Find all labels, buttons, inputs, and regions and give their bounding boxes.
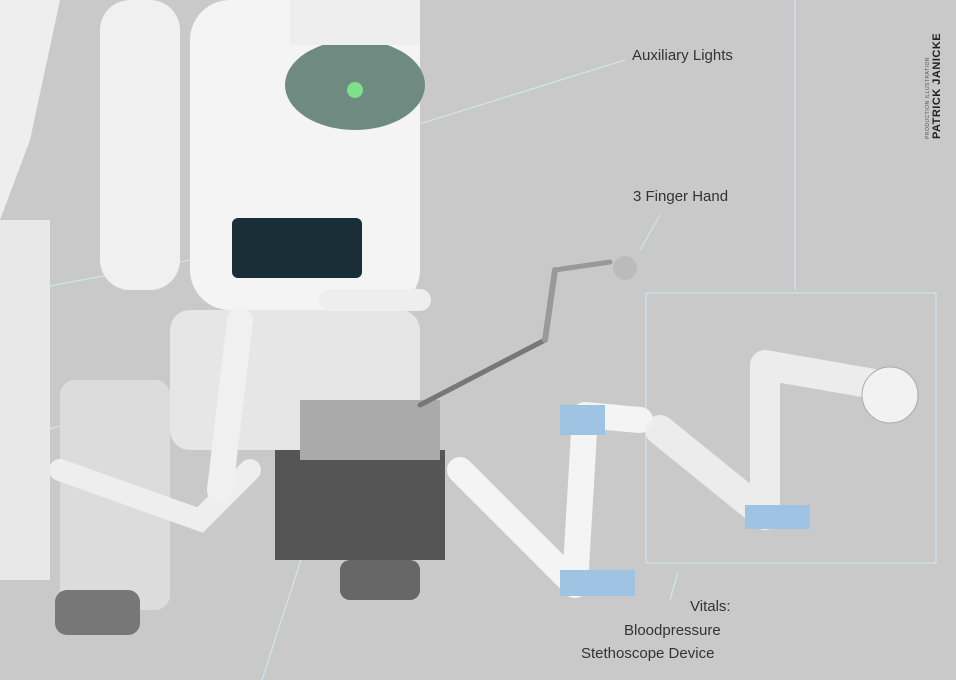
signature-name: PATRICK JANICKE xyxy=(931,32,943,139)
label-bloodpressure: Bloodpressure xyxy=(624,622,721,639)
artist-signature: PRODUCTION ILLUSTRATION PATRICK JANICKE xyxy=(925,19,943,139)
screen xyxy=(232,218,362,278)
label-3-finger-hand: 3 Finger Hand xyxy=(633,188,729,205)
three-finger-hand xyxy=(613,256,637,280)
label-stethoscope: Stethoscope Device xyxy=(581,645,715,662)
robot-arms xyxy=(49,256,919,598)
label-auxiliary-lights: Auxiliary Lights xyxy=(632,47,733,64)
label-vitals-title: Vitals: xyxy=(690,598,731,615)
robot-body xyxy=(0,0,445,635)
